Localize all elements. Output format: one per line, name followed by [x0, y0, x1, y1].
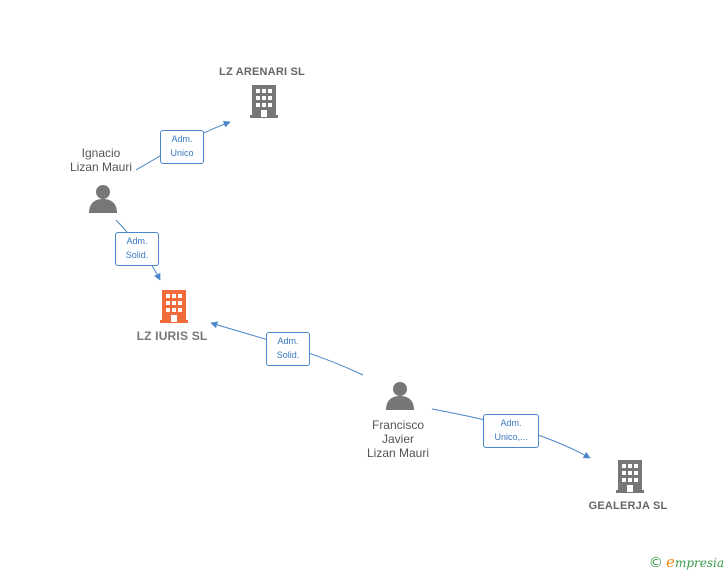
edge-label-line: Adm.: [126, 236, 148, 246]
edge-label-line: Adm.: [277, 336, 299, 346]
person-name-line: Lizan Mauri: [366, 446, 430, 460]
person-label-francisco[interactable]: Francisco Javier Lizan Mauri: [350, 418, 446, 460]
edge-label-line: Unico: [170, 148, 194, 158]
building-icon: [616, 460, 644, 493]
person-name-line: Lizan Mauri: [69, 160, 133, 174]
edge-label-adm-unico[interactable]: Adm. Unico: [160, 130, 204, 164]
edge-label-line: Unico,...: [494, 432, 528, 442]
edge-label-line: Adm.: [171, 134, 193, 144]
edge-label-line: Adm.: [500, 418, 522, 428]
person-icon: [89, 185, 117, 213]
company-label-gealerja[interactable]: GEALERJA SL: [588, 500, 668, 512]
person-name-line: Ignacio: [81, 146, 121, 160]
company-label-lz-iuris[interactable]: LZ IURIS SL: [136, 329, 208, 343]
person-name-line: Francisco: [371, 418, 424, 432]
person-name-line: Javier: [381, 432, 414, 446]
edge-label-adm-solid[interactable]: Adm. Solid.: [266, 332, 310, 366]
empresia-logo: © empresia: [649, 553, 724, 571]
brand-e-letter: e: [666, 553, 675, 571]
edge-label-line: Solid.: [276, 350, 300, 360]
person-icon: [386, 382, 414, 410]
brand-name: mpresia: [674, 556, 724, 570]
company-label-lz-arenari[interactable]: LZ ARENARI SL: [219, 66, 305, 78]
building-icon-highlight: [160, 290, 188, 323]
edge-label-line: Solid.: [125, 250, 149, 260]
building-icon: [250, 85, 278, 118]
edge-label-adm-unico-more[interactable]: Adm. Unico,...: [483, 414, 539, 448]
edge-label-adm-solid[interactable]: Adm. Solid.: [115, 232, 159, 266]
person-label-ignacio[interactable]: Ignacio Lizan Mauri: [55, 146, 147, 174]
copyright-symbol: ©: [648, 555, 663, 571]
